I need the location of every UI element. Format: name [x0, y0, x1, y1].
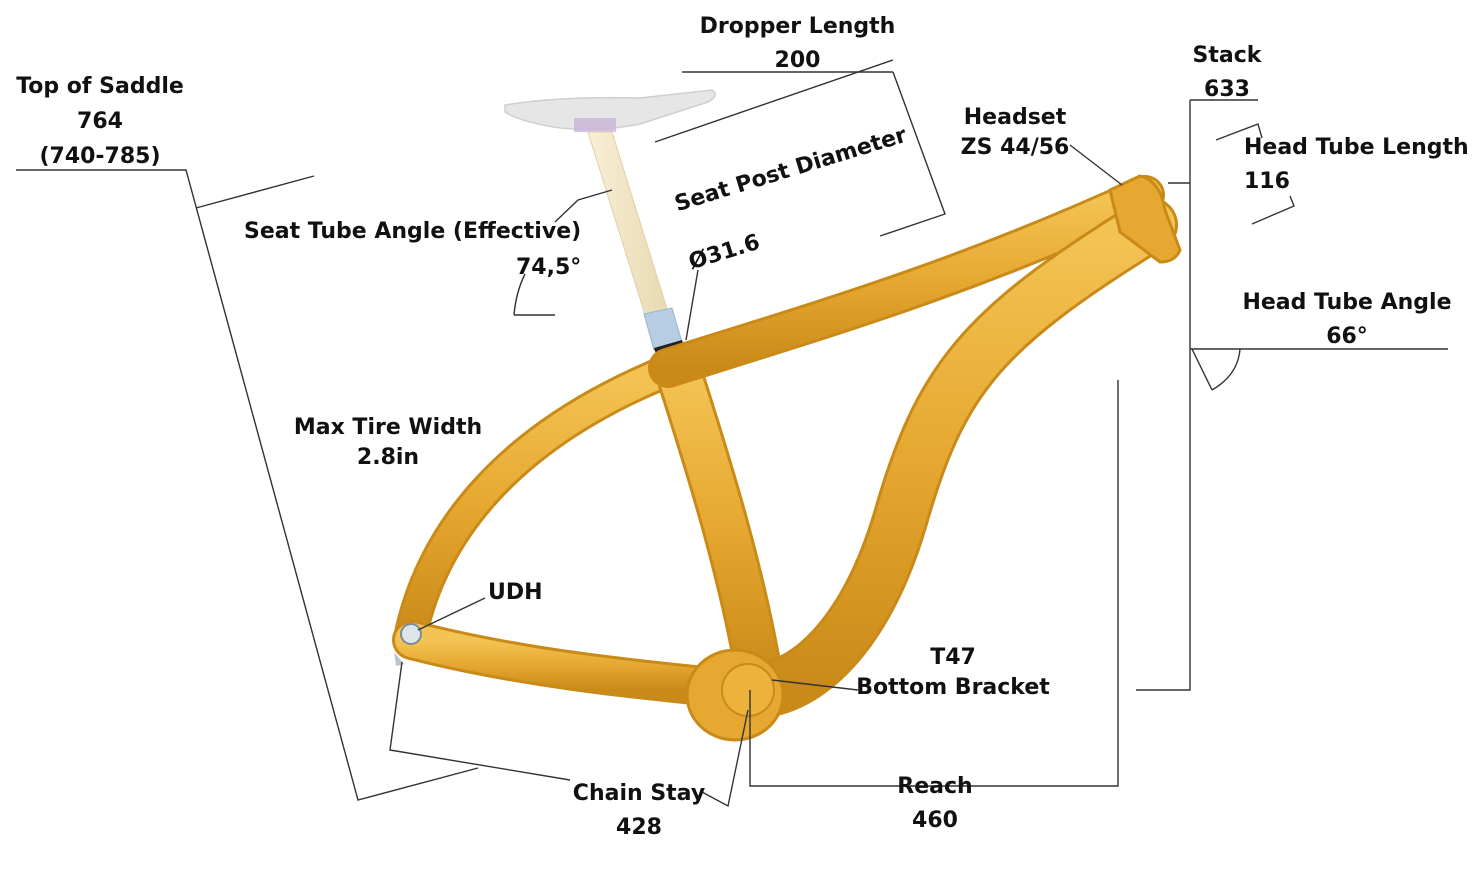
udh-label: UDH — [488, 580, 543, 605]
stack-label: Stack 633 — [1182, 41, 1272, 105]
top-of-saddle-value: 764 — [77, 109, 123, 134]
head-tube-angle-label: Head Tube Angle 66° — [1236, 288, 1458, 352]
stack-value: 633 — [1204, 77, 1250, 102]
head-tube-length-label: Head Tube Length 116 — [1244, 133, 1469, 197]
head-tube-length-title: Head Tube Length — [1244, 135, 1469, 160]
seat-post — [587, 131, 686, 360]
max-tire-width-title: Max Tire Width — [293, 415, 483, 440]
reach-title: Reach — [897, 774, 973, 799]
reach-label: Reach 460 — [885, 772, 985, 836]
reach-value: 460 — [912, 808, 958, 833]
top-of-saddle-label: Top of Saddle 764 (740-785) — [8, 72, 192, 172]
head-tube — [1108, 174, 1182, 264]
bike-frame — [392, 175, 1178, 718]
head-tube-angle-title: Head Tube Angle — [1242, 290, 1452, 315]
chain-stay-title: Chain Stay — [572, 781, 706, 806]
dropper-length-title: Dropper Length — [699, 14, 896, 39]
headset-label: Headset ZS 44/56 — [950, 103, 1080, 163]
bottom-bracket-title: T47 — [930, 645, 976, 670]
head-tube-length-value: 116 — [1244, 169, 1290, 194]
bottom-bracket-value: Bottom Bracket — [856, 675, 1050, 700]
seat-tube-angle-title: Seat Tube Angle (Effective) — [244, 219, 582, 244]
top-of-saddle-title: Top of Saddle — [16, 74, 184, 99]
max-tire-width-value: 2.8in — [356, 445, 420, 470]
max-tire-width-label: Max Tire Width 2.8in — [290, 413, 486, 473]
seat-tube-angle-value: 74,5° — [516, 255, 582, 280]
bottom-bracket-label: T47 Bottom Bracket — [848, 643, 1058, 703]
head-tube-angle-value: 66° — [1326, 324, 1368, 349]
chain-stay-value: 428 — [616, 815, 662, 840]
dropper-length-label: Dropper Length 200 — [690, 12, 905, 76]
top-of-saddle-range: (740-785) — [39, 144, 161, 169]
stack-title: Stack — [1192, 43, 1262, 68]
bottom-bracket-shell — [685, 648, 785, 742]
dimension-lines — [16, 59, 1448, 808]
saddle — [504, 89, 716, 132]
headset-value: ZS 44/56 — [960, 135, 1070, 160]
headset-title: Headset — [963, 105, 1067, 130]
chain-stay-label: Chain Stay 428 — [566, 779, 712, 843]
dropper-length-value: 200 — [774, 48, 821, 73]
